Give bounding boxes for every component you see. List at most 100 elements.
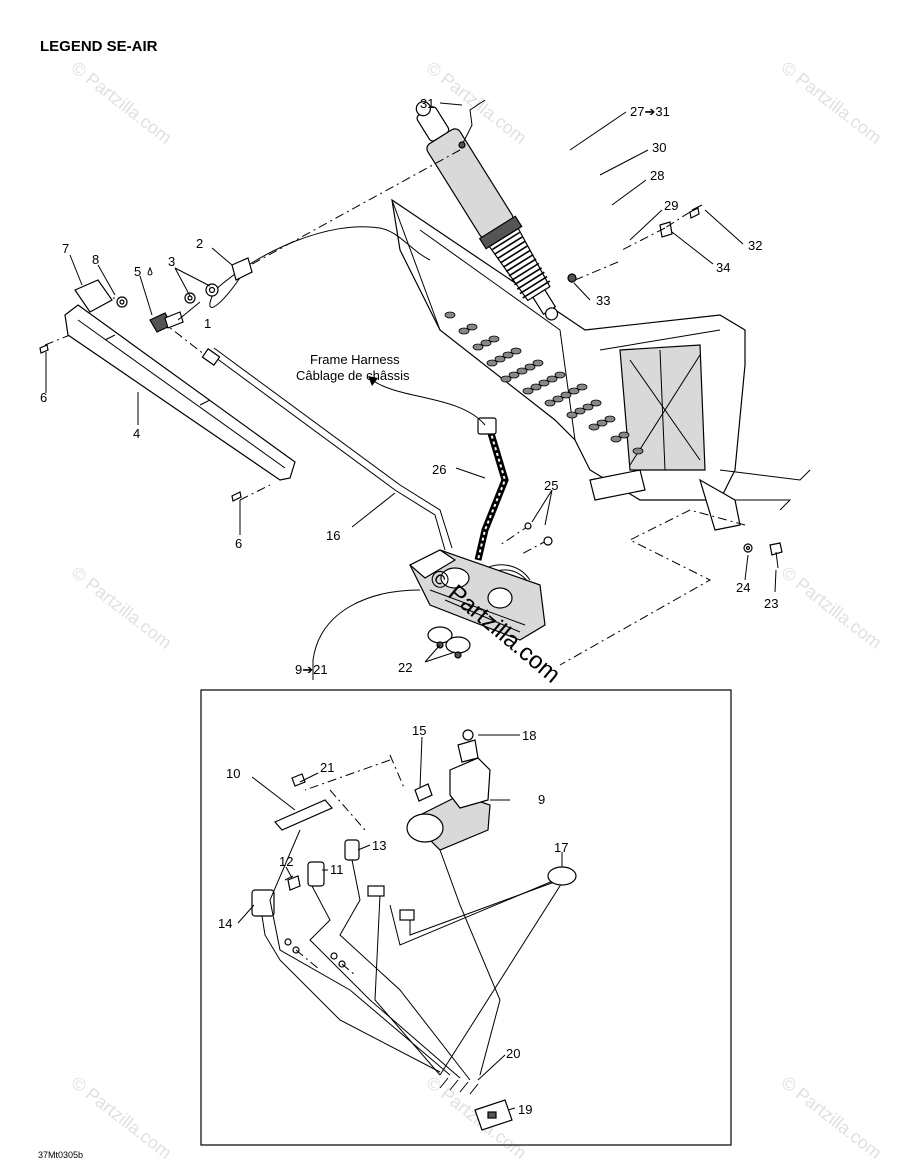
- frame-hole: [510, 347, 522, 355]
- boot-rib: [511, 262, 540, 282]
- frame-hole: [502, 351, 514, 359]
- frame-hole: [596, 419, 608, 427]
- frame-hole: [524, 363, 536, 371]
- callout-26: 26: [432, 462, 446, 477]
- callout-20: 20: [506, 1046, 520, 1061]
- air-hose: [209, 226, 431, 308]
- callout-17: 17: [554, 840, 568, 855]
- callout-31: 31: [420, 96, 434, 111]
- frame-hole: [516, 367, 528, 375]
- boot-rib: [516, 271, 545, 290]
- inset-leader: [312, 589, 421, 680]
- frame-hole: [532, 359, 544, 367]
- frame-hole: [522, 387, 534, 395]
- callout-1: 1: [204, 316, 211, 331]
- callout-11: 11: [330, 862, 344, 877]
- frame-hole: [554, 371, 566, 379]
- callout-4: 4: [133, 426, 140, 441]
- watermark: © Partzilla.com: [68, 1072, 176, 1162]
- frame-hole: [576, 383, 588, 391]
- shock-body: [426, 128, 514, 239]
- detail-inset-box: [200, 689, 732, 1146]
- callout-14: 14: [218, 916, 232, 931]
- bolt-23-washer-24: [743, 542, 783, 569]
- frame-hole: [568, 387, 580, 395]
- callout-23: 23: [764, 596, 778, 611]
- callout-28: 28: [650, 168, 664, 183]
- diagram-title: LEGEND SE-AIR: [40, 38, 158, 55]
- callout-10: 10: [226, 766, 240, 781]
- shock-hardware: [567, 204, 703, 283]
- callout-2: 2: [196, 236, 203, 251]
- harness-leader: [371, 379, 486, 426]
- frame-hole: [566, 411, 578, 419]
- frame-hole: [494, 355, 506, 363]
- clamps-22: [427, 626, 471, 659]
- boot-rib: [491, 231, 520, 251]
- callout-33: 33: [596, 293, 610, 308]
- frame-hole: [560, 391, 572, 399]
- callouts: 1 2 3 4 5 6 6 7 8 9 9➔21 10 11 12 13 14 …: [40, 96, 778, 1117]
- compressor-detail: [251, 729, 577, 1131]
- callout-7: 7: [62, 241, 69, 256]
- frame-hole: [486, 359, 498, 367]
- frame-hole: [544, 399, 556, 407]
- frame-hole: [604, 415, 616, 423]
- watermark: © Partzilla.com: [778, 57, 886, 147]
- frame-hole: [538, 379, 550, 387]
- callout-5: 5: [134, 264, 141, 279]
- compressor-assembly: [408, 549, 546, 641]
- frame-hole: [488, 335, 500, 343]
- boot-rib: [505, 253, 534, 273]
- boot-rib: [500, 245, 529, 264]
- frame-hole: [574, 407, 586, 415]
- callout-13: 13: [372, 838, 386, 853]
- callout-24: 24: [736, 580, 750, 595]
- frame-hole: [508, 371, 520, 379]
- frame-hole: [444, 311, 456, 319]
- callout-25: 25: [544, 478, 558, 493]
- frame-hole: [530, 383, 542, 391]
- watermark: © Partzilla.com: [778, 562, 886, 652]
- fittings-1-3-5: [147, 257, 253, 333]
- watermark: © Partzilla.com: [68, 562, 176, 652]
- boot-rib: [497, 240, 526, 259]
- callout-leaders: [45, 102, 777, 1111]
- callout-30: 30: [652, 140, 666, 155]
- air-line-31: [461, 99, 486, 146]
- boot-rib: [508, 258, 537, 277]
- air-tube-16: [207, 351, 446, 551]
- callout-6: 6: [40, 390, 47, 405]
- frame-hole: [610, 435, 622, 443]
- watermark: © Partzilla.com: [778, 1072, 886, 1162]
- callout-12: 12: [279, 854, 293, 869]
- frame-hole: [618, 431, 630, 439]
- chassis-frame: [391, 198, 811, 531]
- callout-9: 9: [538, 792, 545, 807]
- wiring-harness-26: [474, 417, 553, 589]
- callout-19: 19: [518, 1102, 532, 1117]
- boot-rib: [522, 280, 551, 299]
- drawing-code: 37Mt0305b: [38, 1150, 84, 1160]
- callout-16: 16: [326, 528, 340, 543]
- latch-7: [74, 279, 113, 313]
- frame-hole: [632, 447, 644, 455]
- boot-rib: [514, 267, 543, 286]
- frame-hole: [582, 403, 594, 411]
- callout-29: 29: [664, 198, 678, 213]
- cover-panel: [39, 279, 296, 502]
- callout-8: 8: [92, 252, 99, 267]
- assembly-lines: [44, 149, 746, 881]
- frame-harness-label: Frame Harness: [310, 352, 400, 367]
- frame-harness-label-fr: Câblage de châssis: [296, 368, 410, 383]
- frame-hole: [472, 343, 484, 351]
- callout-21: 21: [320, 760, 334, 775]
- boot-rib: [494, 236, 523, 255]
- callout-27-31: 27➔31: [630, 104, 670, 119]
- callout-34: 34: [716, 260, 730, 275]
- callout-15: 15: [412, 723, 426, 738]
- callout-32: 32: [748, 238, 762, 253]
- shock-boot: [488, 227, 551, 302]
